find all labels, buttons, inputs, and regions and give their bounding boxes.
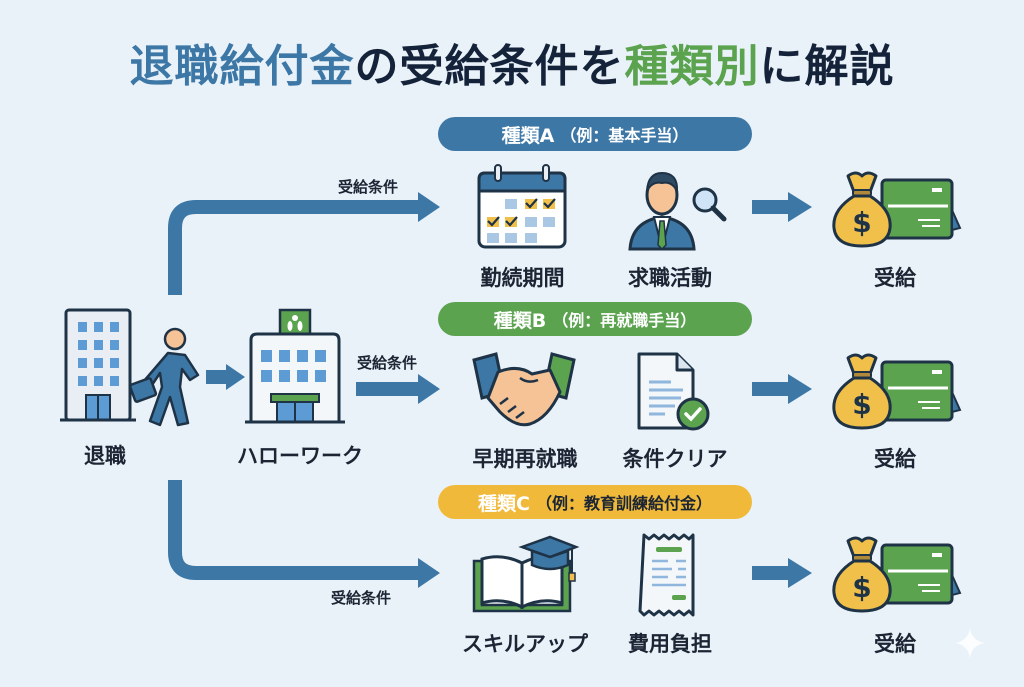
title-part-1: 退職給付金 xyxy=(129,41,355,92)
book-graduation-icon xyxy=(472,535,580,613)
hellowork-label: ハローワーク xyxy=(237,444,363,468)
type-c-step-1: スキルアップ xyxy=(462,632,588,656)
svg-text:$: $ xyxy=(852,388,871,421)
job-seeker-icon xyxy=(628,171,727,251)
type-a-name: 種類A xyxy=(501,124,555,147)
money-payment-icon: $ xyxy=(832,171,962,248)
type-b-example: （例：再就職手当） xyxy=(552,311,697,330)
money-payment-icon: $ xyxy=(832,536,962,613)
svg-text:$: $ xyxy=(852,571,871,604)
condition-label-b: 受給条件 xyxy=(357,354,418,372)
type-c-name: 種類C xyxy=(478,492,530,515)
office-building-icon xyxy=(60,308,136,422)
page-title: 退職給付金の受給条件を種類別に解説 xyxy=(0,30,1024,94)
condition-label-c: 受給条件 xyxy=(331,589,392,607)
document-check-icon xyxy=(637,352,710,431)
title-part-2: の受給条件を xyxy=(354,41,625,92)
sparkle-icon xyxy=(955,628,985,658)
type-c-example: （例：教育訓練給付金） xyxy=(535,494,712,513)
type-c-result: 受給 xyxy=(874,632,916,656)
handshake-icon xyxy=(472,352,576,427)
condition-label-a: 受給条件 xyxy=(338,178,399,196)
type-b-step-1: 早期再就職 xyxy=(472,447,578,471)
retire-label: 退職 xyxy=(84,444,126,468)
money-payment-icon: $ xyxy=(832,353,962,430)
type-c-step-2: 費用負担 xyxy=(628,632,712,656)
type-b-badge: 種類B （例：再就職手当） xyxy=(438,302,752,336)
type-b-name: 種類B xyxy=(493,309,547,332)
arrow-to-type-a xyxy=(168,200,420,295)
type-a-example: （例：基本手当） xyxy=(560,126,689,145)
type-a-result: 受給 xyxy=(874,266,916,290)
type-b-result: 受給 xyxy=(874,447,916,471)
title-part-3: 種類別 xyxy=(624,41,760,92)
type-c-badge: 種類C （例：教育訓練給付金） xyxy=(438,485,752,519)
walking-person-icon xyxy=(128,327,200,427)
type-a-step-2: 求職活動 xyxy=(628,266,712,290)
receipt-icon xyxy=(638,533,695,617)
type-b-step-2: 条件クリア xyxy=(622,447,728,471)
title-part-4: に解説 xyxy=(759,41,895,92)
arrow-to-type-c xyxy=(168,480,420,580)
svg-text:$: $ xyxy=(852,206,871,239)
hellowork-building-icon xyxy=(245,308,345,424)
type-a-badge: 種類A （例：基本手当） xyxy=(438,117,752,151)
calendar-icon xyxy=(477,164,567,249)
type-a-step-1: 勤続期間 xyxy=(480,266,565,290)
